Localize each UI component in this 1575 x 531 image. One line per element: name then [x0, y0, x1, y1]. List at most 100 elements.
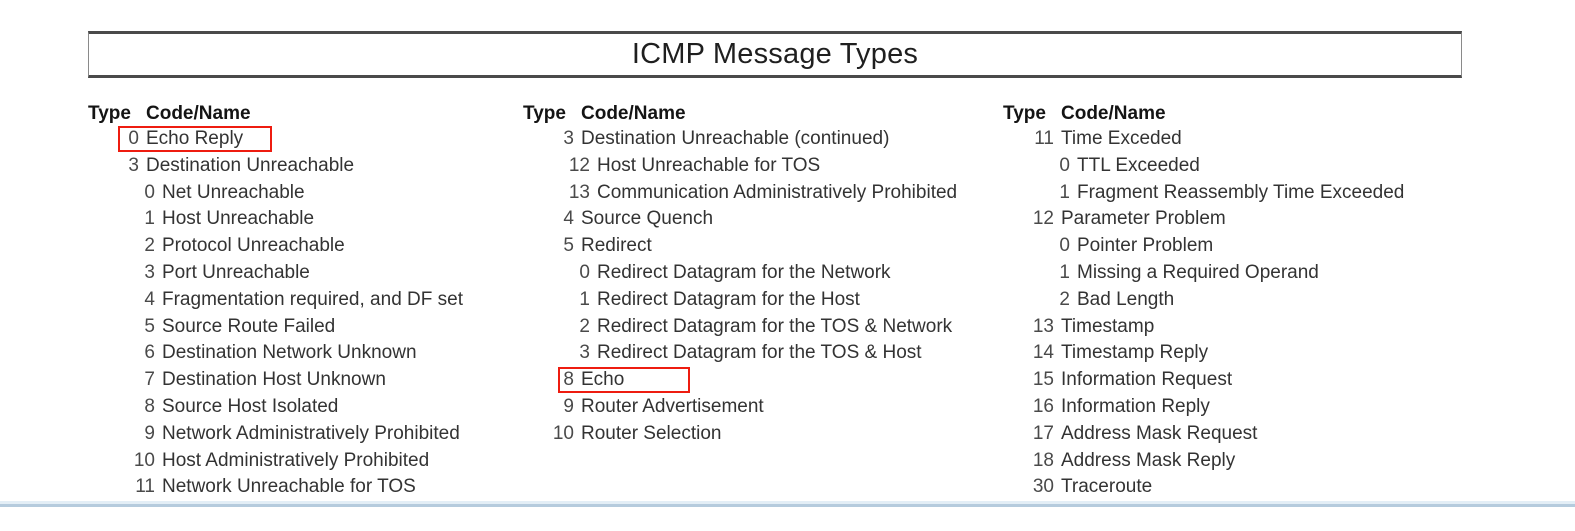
row-type-code: 8 — [144, 395, 155, 417]
row-type-code: 4 — [144, 288, 155, 310]
row-code-name: Destination Unreachable (continued) — [581, 128, 890, 149]
table-row: 5 Source Route Failed — [88, 314, 528, 341]
row-code-name: Parameter Problem — [1061, 208, 1226, 230]
row-code-name: Address Mask Request — [1061, 422, 1258, 444]
table-row: 14 Timestamp Reply — [1003, 340, 1563, 367]
table-row: 11 Network Unreachable for TOS — [88, 474, 528, 501]
row-code-name: Redirect Datagram for the Host — [597, 288, 860, 310]
row-type-code: 11 — [135, 476, 155, 498]
row-code-name: TTL Exceeded — [1077, 154, 1200, 176]
table-row: 3 Port Unreachable — [88, 260, 528, 287]
row-code-name: Information Reply — [1061, 395, 1210, 417]
row-code-name: Echo — [581, 369, 625, 391]
row-code-name: Time Exceded — [1061, 128, 1182, 149]
header-type: Type — [523, 103, 566, 124]
table-row: 9 Network Administratively Prohibited — [88, 421, 528, 448]
row-type-code: 1 — [144, 208, 155, 230]
row-type-code: 0 — [144, 181, 155, 203]
row-code-name: Net Unreachable — [162, 181, 305, 203]
table-row: 11 Time Exceded — [1003, 126, 1563, 153]
table-row: 0 Net Unreachable — [88, 180, 528, 207]
row-type-code: 14 — [1032, 342, 1054, 364]
table-row: 8 Source Host Isolated — [88, 394, 528, 421]
row-code-name: Source Route Failed — [162, 315, 336, 337]
row-type-code: 11 — [1034, 128, 1054, 149]
row-type-code: 3 — [144, 261, 155, 283]
row-code-name: Redirect Datagram for the TOS & Network — [597, 315, 953, 337]
header-code-name: Code/Name — [581, 103, 686, 124]
row-type-code: 10 — [552, 422, 574, 444]
row-code-name: Bad Length — [1077, 288, 1175, 310]
row-type-code: 0 — [1059, 235, 1070, 257]
table-row: 0 Pointer Problem — [1003, 233, 1563, 260]
row-type-code: 9 — [563, 395, 574, 417]
row-type-code: 4 — [563, 208, 574, 230]
title-plaque-shadow — [94, 78, 1468, 94]
row-type-code: 30 — [1032, 476, 1054, 498]
row-code-name: Source Host Isolated — [162, 395, 339, 417]
row-type-code: 7 — [144, 369, 155, 391]
table-row: 15 Information Request — [1003, 367, 1563, 394]
row-code-name: Router Selection — [581, 422, 722, 444]
column-header: Type Code/Name — [523, 101, 1023, 126]
row-type-code: 3 — [563, 128, 574, 149]
header-type: Type — [88, 103, 131, 124]
row-code-name: Fragment Reassembly Time Exceeded — [1077, 181, 1405, 203]
table-row: 1 Redirect Datagram for the Host — [523, 287, 1023, 314]
row-type-code: 1 — [1059, 261, 1070, 283]
header-type: Type — [1003, 103, 1046, 124]
row-code-name: Network Administratively Prohibited — [162, 422, 460, 444]
row-code-name: Information Request — [1061, 369, 1233, 391]
row-code-name: Port Unreachable — [162, 261, 310, 283]
row-code-name: Timestamp — [1061, 315, 1155, 337]
row-type-code: 0 — [128, 128, 139, 149]
row-type-code: 5 — [144, 315, 155, 337]
table-column-3: Type Code/Name 11 Time Exceded 0 TTL Exceed… — [1003, 101, 1563, 501]
row-type-code: 2 — [144, 235, 155, 257]
table-row: 17 Address Mask Request — [1003, 421, 1563, 448]
row-type-code: 3 — [579, 342, 590, 364]
table-row: 12 Parameter Problem — [1003, 206, 1563, 233]
row-code-name: Communication Administratively Prohibite… — [597, 181, 958, 203]
row-type-code: 1 — [579, 288, 590, 310]
table-row: 10 Router Selection — [523, 421, 1023, 448]
row-type-code: 12 — [1032, 208, 1054, 230]
row-code-name: Network Unreachable for TOS — [162, 476, 416, 498]
row-code-name: Host Unreachable for TOS — [597, 154, 821, 176]
column-header: Type Code/Name — [88, 101, 528, 126]
row-code-name: Missing a Required Operand — [1077, 261, 1319, 283]
row-code-name: Destination Host Unknown — [162, 369, 386, 391]
row-type-code: 15 — [1032, 369, 1054, 391]
row-code-name: Host Unreachable — [162, 208, 315, 230]
row-code-name: Redirect Datagram for the Network — [597, 261, 891, 283]
spellcheck-squiggle-right — [595, 0, 691, 6]
row-type-code: 10 — [133, 449, 155, 471]
row-code-name: Pointer Problem — [1077, 235, 1214, 257]
row-code-name: Router Advertisement — [581, 395, 764, 417]
header-code-name: Code/Name — [1061, 103, 1166, 124]
row-type-code: 17 — [1032, 422, 1054, 444]
table-row: 9 Router Advertisement — [523, 394, 1023, 421]
table-row: 3 Destination Unreachable (continued) — [523, 126, 1023, 153]
table-row: 0 Redirect Datagram for the Network — [523, 260, 1023, 287]
row-type-code: 9 — [144, 422, 155, 444]
row-type-code: 0 — [579, 261, 590, 283]
row-code-name: Timestamp Reply — [1061, 342, 1209, 364]
table-row: 1 Missing a Required Operand — [1003, 260, 1563, 287]
